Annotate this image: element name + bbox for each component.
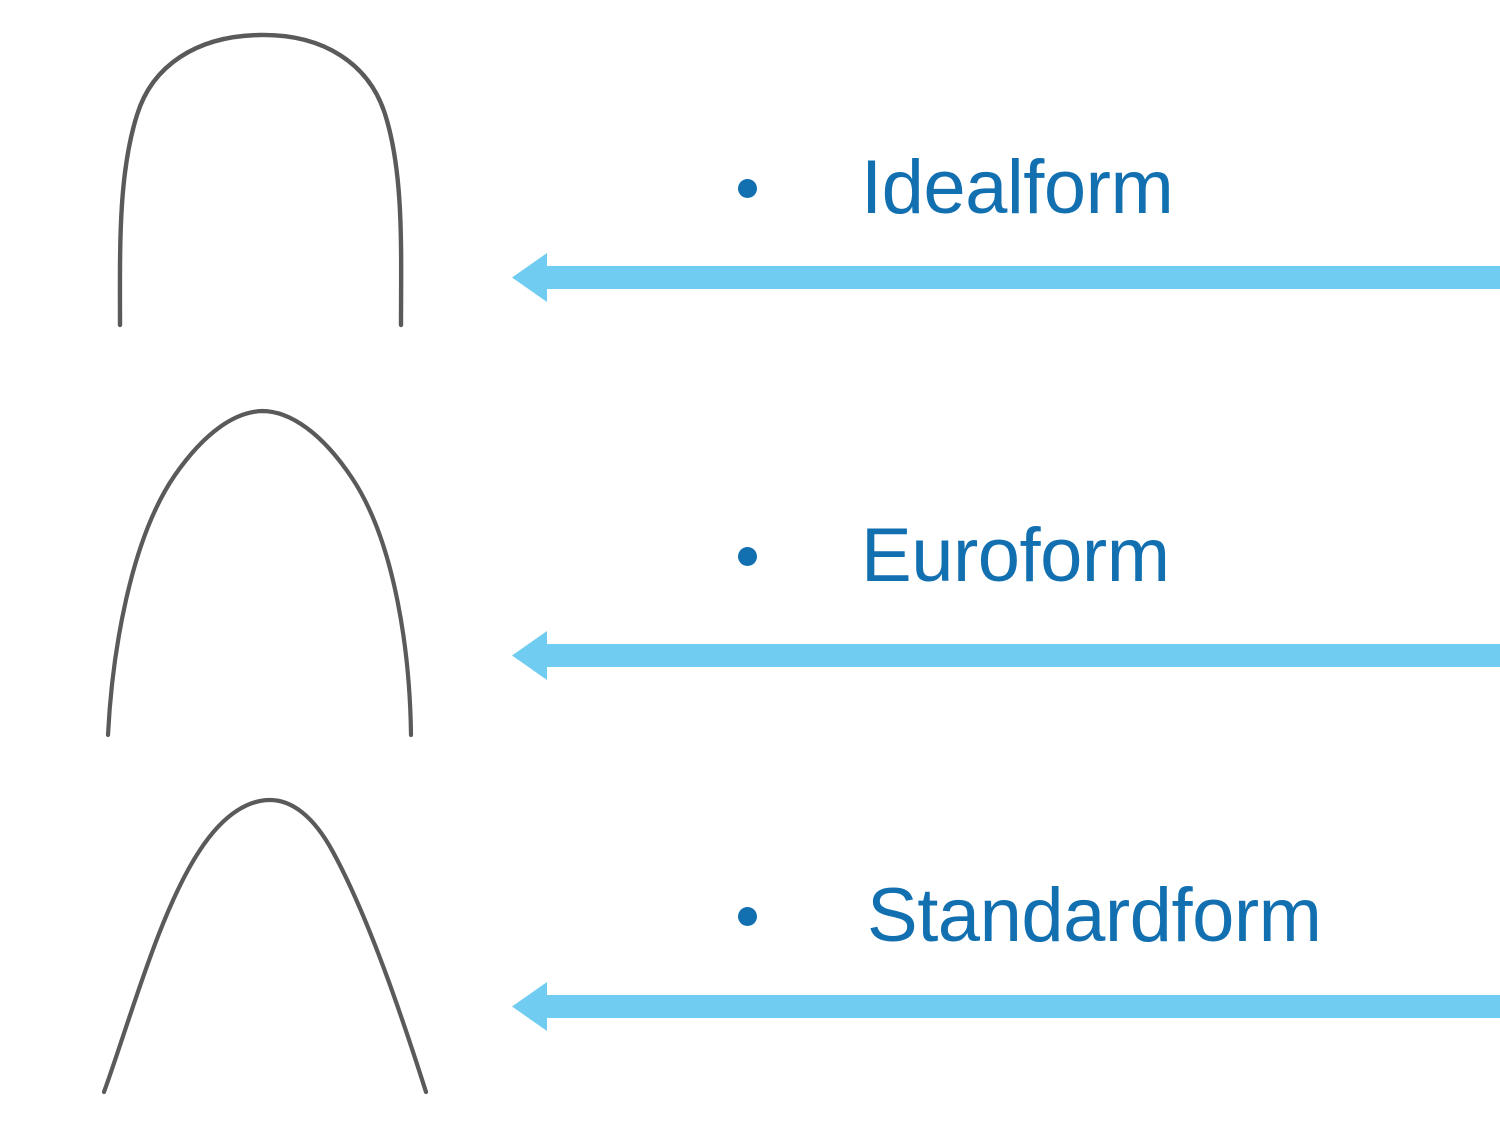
archwire-standardform (0, 780, 520, 1120)
bullet-dot-icon (738, 906, 757, 926)
bullet-item-standardform: Standardform (738, 873, 1322, 958)
arrow-standardform (505, 977, 1500, 1037)
bullet-dot-icon (738, 546, 757, 566)
arrow-idealform (505, 248, 1500, 308)
archwire-idealform (0, 0, 520, 360)
bullet-item-euroform: Euroform (738, 518, 1170, 594)
bullet-dot-icon (738, 178, 757, 198)
arrow-euroform (505, 626, 1500, 686)
bullet-label-euroform: Euroform (861, 513, 1170, 598)
bullet-item-idealform: Idealform (738, 145, 1174, 230)
archwire-euroform (0, 390, 520, 760)
bullet-label-idealform: Idealform (861, 145, 1174, 230)
bullet-label-standardform: Standardform (867, 873, 1322, 958)
